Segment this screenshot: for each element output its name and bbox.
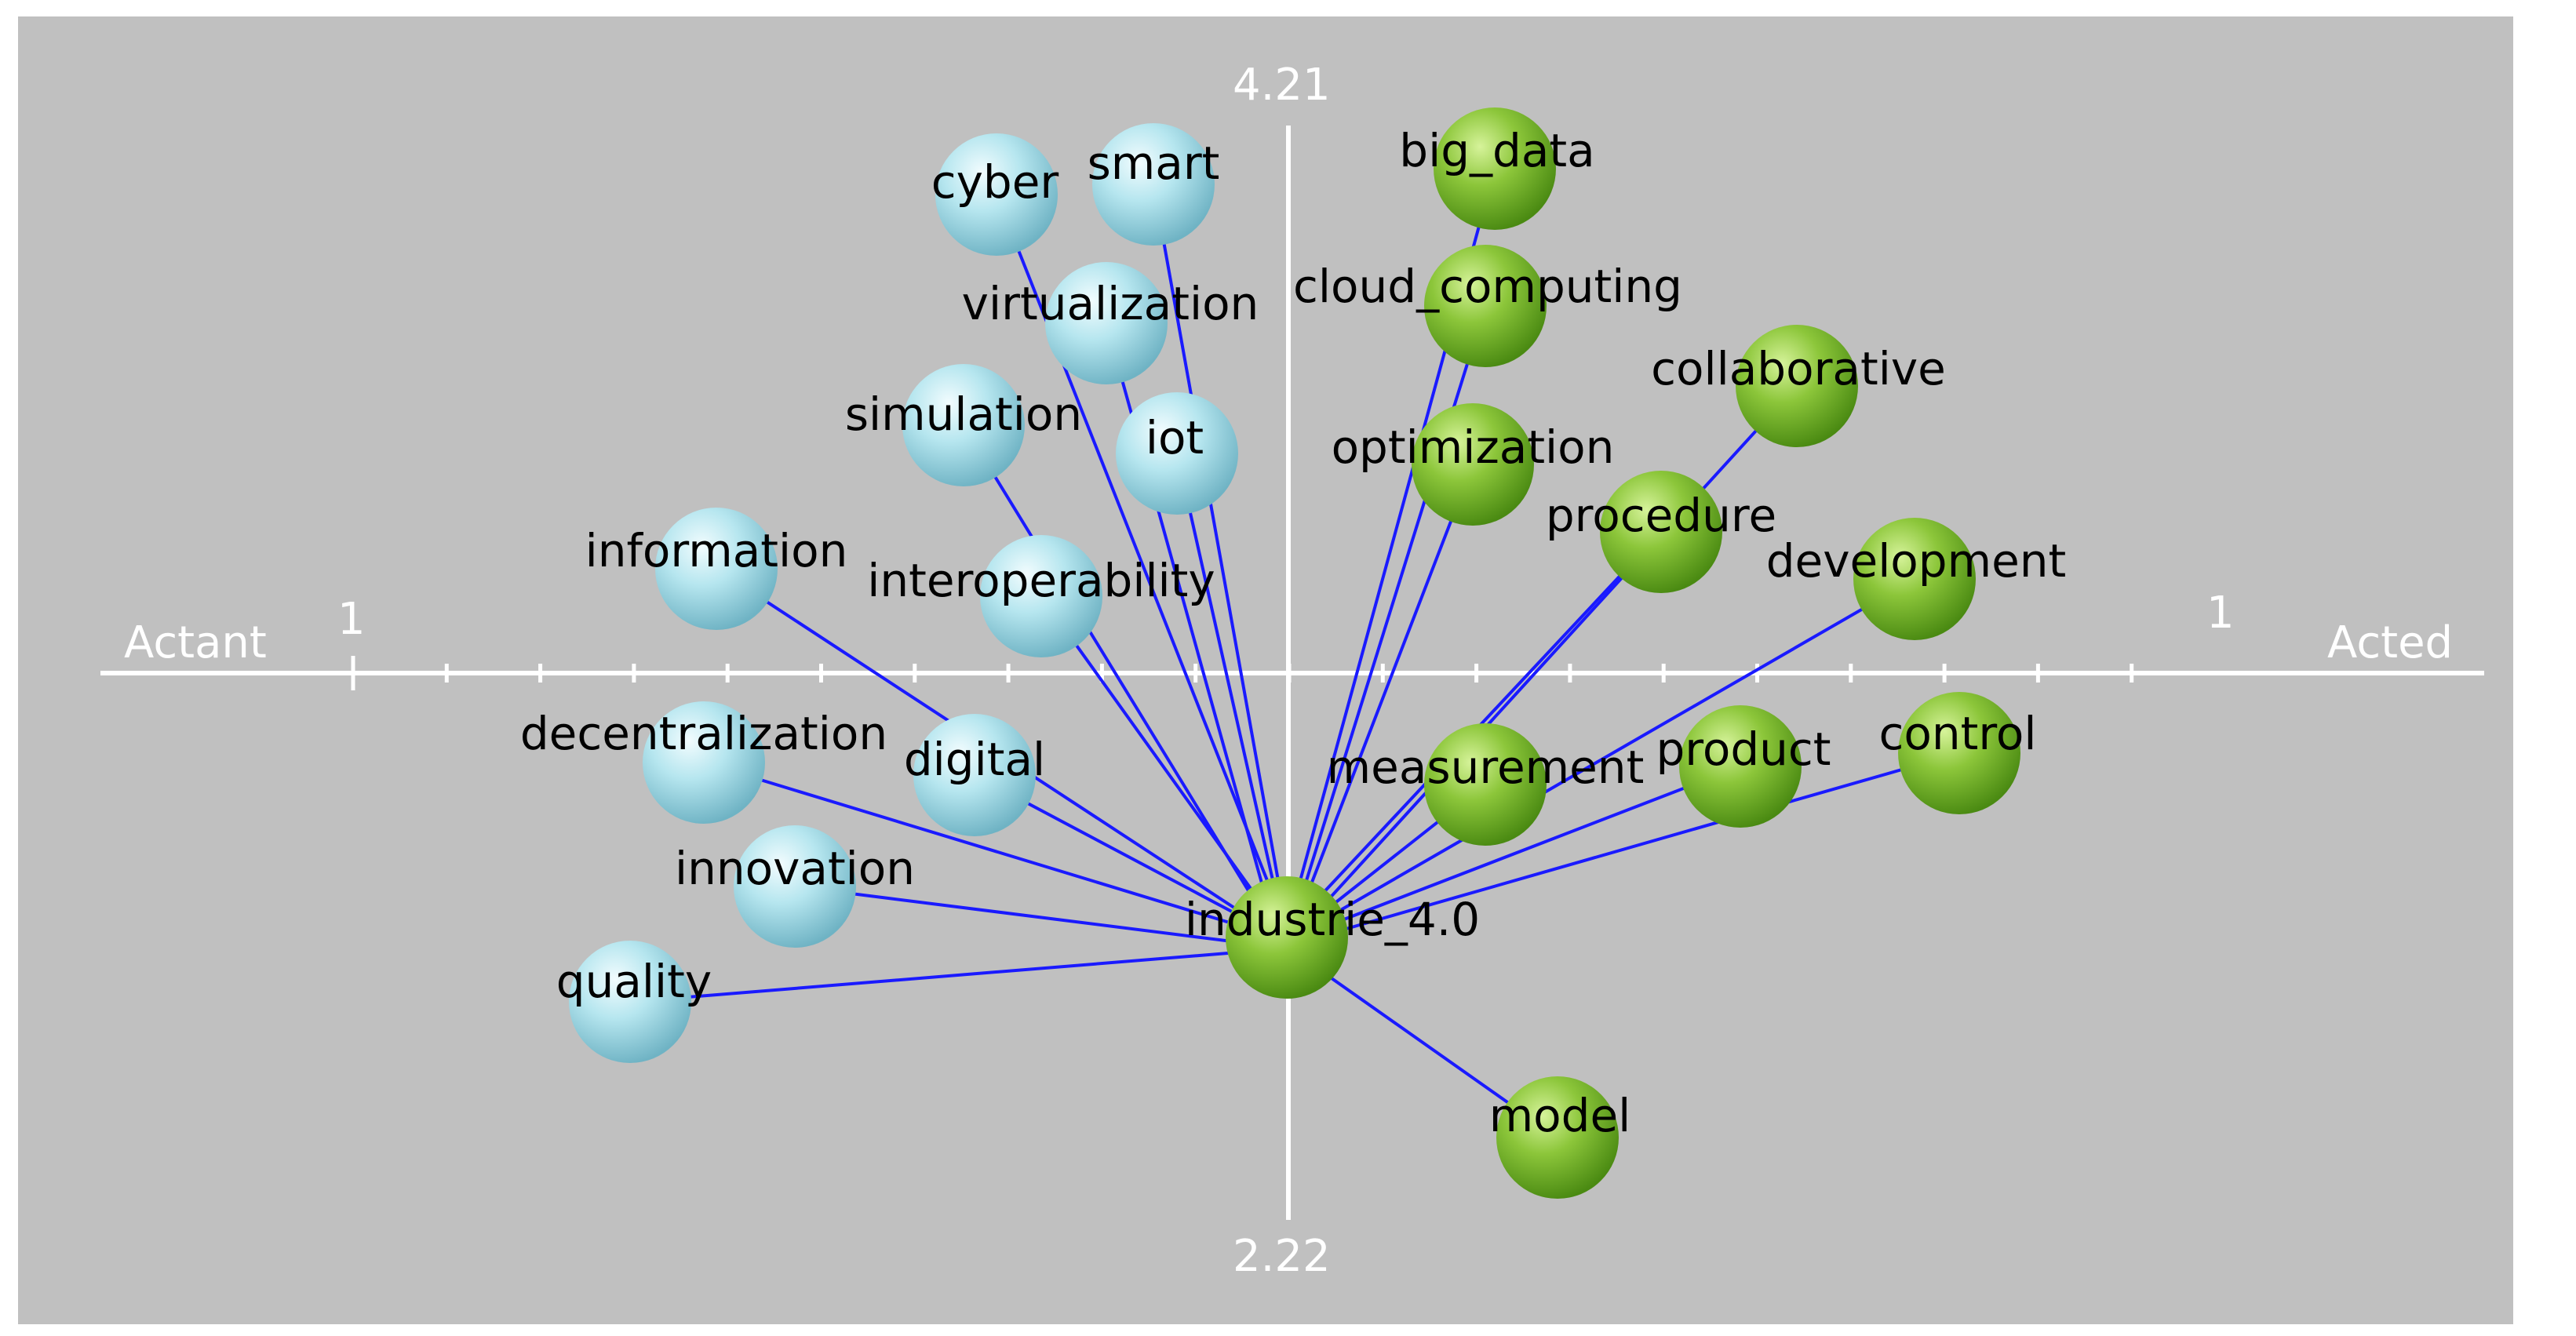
node-label: iot <box>1146 411 1204 464</box>
edge-collaborative <box>1324 384 1798 904</box>
node-label: big_data <box>1399 124 1594 177</box>
x-axis-left-value: 1 <box>337 594 366 645</box>
node-sphere <box>1424 723 1547 846</box>
node-label: cyber <box>931 155 1059 209</box>
node-sphere <box>1853 518 1976 640</box>
node-smart[interactable]: smart <box>1088 123 1220 246</box>
plot-panel <box>18 16 2513 1324</box>
node-sphere <box>1092 123 1215 246</box>
edge-iot <box>1175 453 1277 891</box>
node-cyber[interactable]: cyber <box>931 133 1059 256</box>
node-label: decentralization <box>520 707 887 760</box>
nodes: cyber smart virtualization simulation iot inf… <box>520 107 2066 1199</box>
node-cloud-computing[interactable]: cloud_computing <box>1293 245 1682 367</box>
node-sphere <box>569 941 691 1063</box>
node-sphere <box>1116 392 1238 515</box>
node-label: quality <box>556 955 712 1008</box>
node-sphere <box>1424 245 1547 367</box>
node-sphere <box>1600 471 1722 593</box>
node-sphere <box>1412 403 1534 526</box>
node-label: virtualization <box>962 277 1259 330</box>
node-sphere <box>1226 876 1348 999</box>
node-label: development <box>1766 534 2067 588</box>
node-sphere <box>734 825 856 948</box>
edge-decentralization <box>703 761 1241 927</box>
edge-cyber <box>995 194 1271 887</box>
node-label: model <box>1489 1089 1631 1142</box>
node-model[interactable]: model <box>1489 1076 1631 1199</box>
node-label: measurement <box>1327 741 1645 794</box>
edge-interoperability <box>1040 595 1261 902</box>
node-product[interactable]: product <box>1656 705 1831 828</box>
node-quality[interactable]: quality <box>556 941 712 1063</box>
node-virtualization[interactable]: virtualization <box>962 262 1259 384</box>
node-label: industrie_4.0 <box>1185 893 1480 946</box>
node-label: optimization <box>1332 420 1615 474</box>
x-axis-left-label: Actant <box>124 617 267 668</box>
node-label: control <box>1878 707 2036 760</box>
node-sphere <box>643 701 765 824</box>
axes: Actant Acted 1 1 4.21 2.22 <box>100 60 2484 1282</box>
node-information[interactable]: information <box>585 508 848 630</box>
node-label: smart <box>1088 137 1220 190</box>
edge-control <box>1343 752 1960 931</box>
node-sphere <box>1434 107 1556 230</box>
node-label: information <box>585 524 848 577</box>
node-sphere <box>1898 692 2020 814</box>
edge-smart <box>1152 184 1281 886</box>
edge-development <box>1333 577 1915 916</box>
x-axis-right-value: 1 <box>2206 588 2235 639</box>
node-control[interactable]: control <box>1878 692 2037 814</box>
edge-optimization <box>1307 464 1474 891</box>
node-sphere <box>1496 1076 1619 1199</box>
node-industrie-4-0[interactable]: industrie_4.0 <box>1185 876 1480 999</box>
node-label: innovation <box>675 842 915 895</box>
node-innovation[interactable]: innovation <box>675 825 915 948</box>
node-iot[interactable]: iot <box>1116 392 1238 515</box>
edge-simulation <box>962 424 1257 904</box>
y-axis-top-value: 4.21 <box>1233 60 1331 111</box>
node-sphere <box>980 535 1102 657</box>
node-optimization[interactable]: optimization <box>1332 403 1615 526</box>
edge-quality <box>629 952 1229 1003</box>
edge-cloud-computing <box>1303 305 1487 889</box>
node-development[interactable]: development <box>1766 518 2067 640</box>
x-axis-right-label: Acted <box>2327 617 2453 668</box>
node-sphere <box>935 133 1058 256</box>
node-sphere <box>1736 325 1858 447</box>
node-sphere <box>1679 705 1802 828</box>
node-sphere <box>655 508 778 630</box>
node-decentralization[interactable]: decentralization <box>520 701 887 824</box>
node-label: simulation <box>845 388 1082 441</box>
node-interoperability[interactable]: interoperability <box>867 535 1215 657</box>
node-procedure[interactable]: procedure <box>1546 471 1776 593</box>
node-label: interoperability <box>867 554 1215 607</box>
node-label: digital <box>904 733 1045 786</box>
node-label: cloud_computing <box>1293 260 1682 313</box>
node-sphere <box>913 714 1036 836</box>
node-measurement[interactable]: measurement <box>1327 723 1645 846</box>
node-collaborative[interactable]: collaborative <box>1651 325 1946 447</box>
node-sphere <box>1045 262 1168 384</box>
node-label: procedure <box>1546 489 1776 542</box>
edge-product <box>1337 765 1741 923</box>
node-simulation[interactable]: simulation <box>845 364 1082 486</box>
node-sphere <box>902 364 1025 486</box>
node-label: collaborative <box>1651 342 1946 395</box>
edge-innovation <box>794 885 1233 943</box>
node-digital[interactable]: digital <box>904 714 1045 836</box>
edge-procedure <box>1317 530 1663 900</box>
node-label: product <box>1656 723 1831 776</box>
y-axis-bottom-value: 2.22 <box>1233 1231 1331 1282</box>
node-big-data[interactable]: big_data <box>1399 107 1595 230</box>
